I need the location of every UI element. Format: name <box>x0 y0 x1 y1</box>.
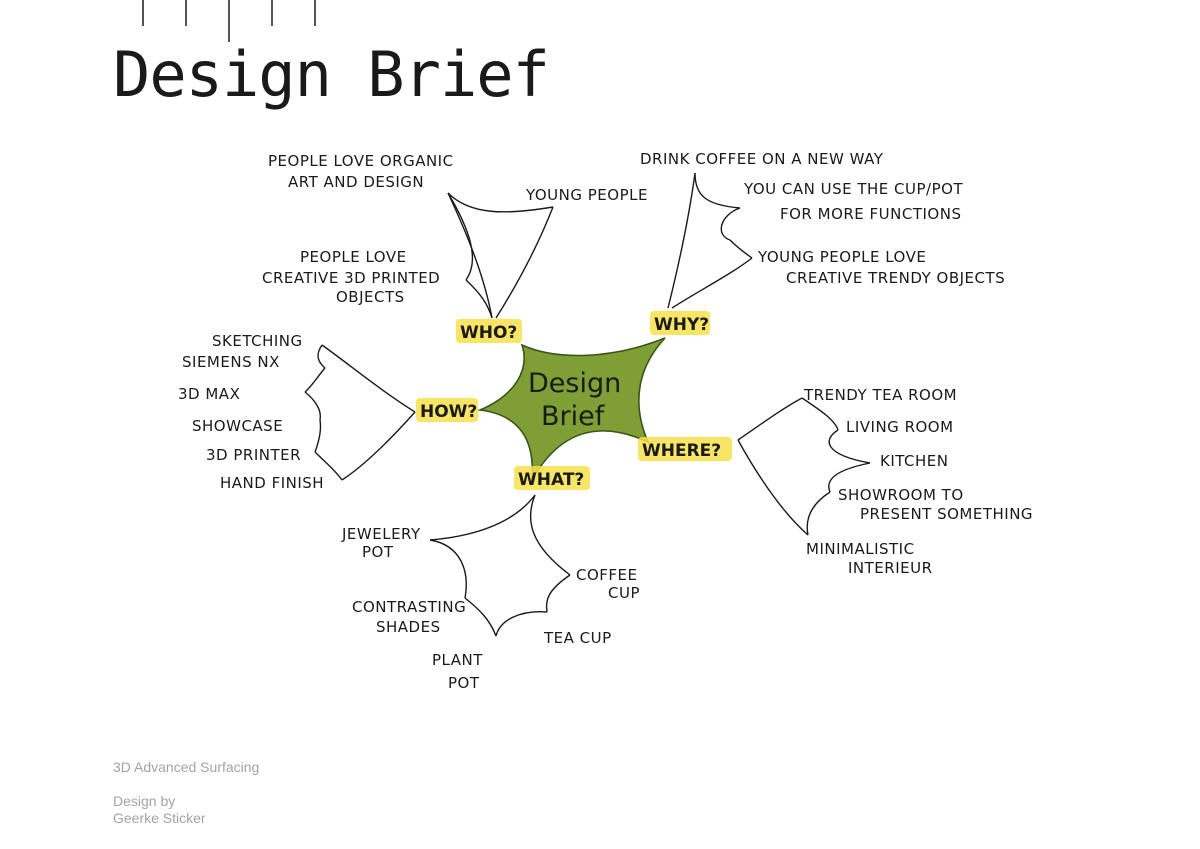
who-item-3-line3: OBJECTS <box>336 288 405 306</box>
how-label: HOW? <box>420 402 477 422</box>
where-highlight <box>638 437 732 461</box>
how-item-5: 3D PRINTER <box>206 446 301 464</box>
center-label-line1: Design <box>528 368 621 399</box>
how-item-3: 3D MAX <box>178 385 240 403</box>
what-item-5-line2: POT <box>448 674 480 692</box>
why-item-2-line2: FOR MORE FUNCTIONS <box>780 205 961 223</box>
how-item-2: SIEMENS NX <box>182 353 280 371</box>
who-label: WHO? <box>460 323 517 343</box>
where-item-5-line2: INTERIEUR <box>848 559 933 577</box>
how-item-1: SKETCHING <box>212 332 303 350</box>
why-item-3-line2: CREATIVE TRENDY OBJECTS <box>786 269 1005 287</box>
what-highlight <box>514 466 590 490</box>
how-highlight <box>416 398 478 422</box>
footer-credit-line1: Design by <box>113 793 176 809</box>
who-highlight <box>456 319 522 343</box>
why-highlight <box>650 311 710 335</box>
why-label: WHY? <box>654 315 709 335</box>
what-item-5-line1: PLANT <box>432 651 483 669</box>
where-item-1: TRENDY TEA ROOM <box>803 386 957 404</box>
who-item-3-line2: CREATIVE 3D PRINTED <box>262 269 440 287</box>
why-item-3-line1: YOUNG PEOPLE LOVE <box>757 248 926 266</box>
page-title: Design Brief <box>113 38 550 111</box>
where-label: WHERE? <box>642 441 721 461</box>
who-item-2: YOUNG PEOPLE <box>525 186 648 204</box>
center-label-line2: Brief <box>541 401 606 432</box>
who-item-3-line1: PEOPLE LOVE <box>300 248 407 266</box>
where-item-4-line1: SHOWROOM TO <box>838 486 964 504</box>
where-item-2: LIVING ROOM <box>846 418 954 436</box>
footer-course: 3D Advanced Surfacing <box>113 759 260 775</box>
what-item-1-line2: POT <box>362 543 394 561</box>
what-label: WHAT? <box>518 470 584 490</box>
who-item-1-line2: ART AND DESIGN <box>288 173 424 191</box>
where-item-4-line2: PRESENT SOMETHING <box>860 505 1033 523</box>
where-item-3: KITCHEN <box>880 452 949 470</box>
who-item-1-line1: PEOPLE LOVE ORGANIC <box>268 152 454 170</box>
what-item-3-line2: SHADES <box>376 618 441 636</box>
how-item-6: HAND FINISH <box>220 474 324 492</box>
what-item-3-line1: CONTRASTING <box>352 598 466 616</box>
footer-credit-line2: Geerke Sticker <box>113 810 206 826</box>
what-item-4: TEA CUP <box>543 629 612 647</box>
where-item-5-line1: MINIMALISTIC <box>806 540 915 558</box>
what-item-1-line1: JEWELERY <box>341 525 421 543</box>
header-tick-marks <box>142 0 316 42</box>
what-item-2-line2: CUP <box>608 584 640 602</box>
why-item-2-line1: YOU CAN USE THE CUP/POT <box>743 180 963 198</box>
what-item-2-line1: COFFEE <box>576 566 638 584</box>
how-item-4: SHOWCASE <box>192 417 283 435</box>
why-item-1: DRINK COFFEE ON A NEW WAY <box>640 150 884 168</box>
center-blob-shape <box>476 337 666 481</box>
connector-lines <box>304 172 871 637</box>
